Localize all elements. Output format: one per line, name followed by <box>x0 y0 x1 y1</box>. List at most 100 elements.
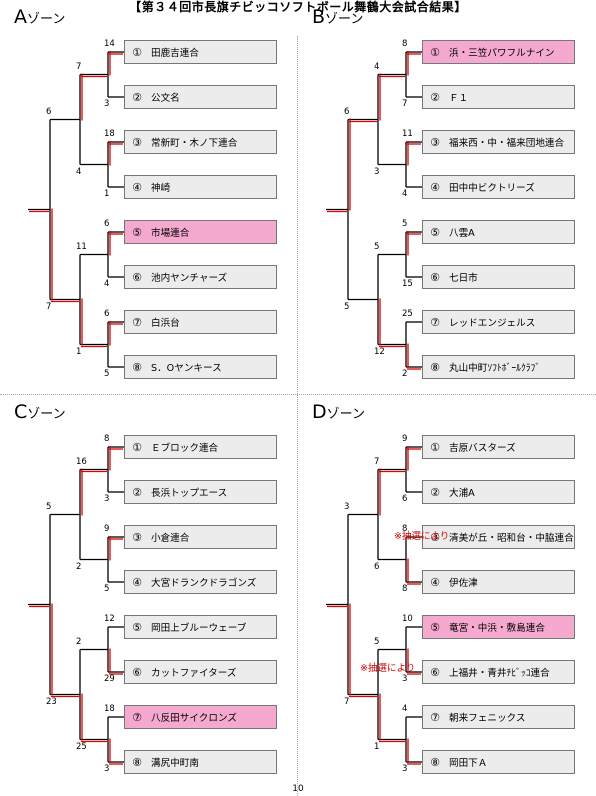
team-number: ④ <box>430 575 440 589</box>
team-box: ① Ｅブロック連合 <box>124 435 277 459</box>
team-number: ① <box>132 45 142 59</box>
team-number: ⑧ <box>132 755 142 769</box>
bracket-lines <box>28 51 124 368</box>
team-number: ⑦ <box>430 315 440 329</box>
lottery-note: ※抽選により <box>360 663 416 674</box>
team-box: ③ 常新町・木ノ下連合 <box>124 130 277 154</box>
vertical-divider <box>297 36 298 796</box>
score: 3 <box>402 764 408 774</box>
score: 7 <box>76 61 82 72</box>
score: 14 <box>104 39 115 49</box>
zone-label: Aゾーン <box>14 6 65 28</box>
score: 8 <box>402 524 408 534</box>
team-name: 竜宮・中浜・敷島連合 <box>449 623 545 634</box>
score: 5 <box>374 636 380 647</box>
team-name: レッドエンジェルス <box>449 318 536 329</box>
horizontal-divider <box>0 394 596 395</box>
team-number: ⑥ <box>132 665 142 679</box>
team-number: ⑧ <box>430 755 440 769</box>
team-name: 溝尻中町南 <box>151 758 199 769</box>
score: 11 <box>402 129 413 139</box>
team-name: 浜・三笠パワフルナイン <box>449 48 555 59</box>
lottery-note: ※抽選により <box>394 531 450 542</box>
team-number: ⑤ <box>430 225 440 239</box>
team-number: ① <box>132 440 142 454</box>
zone-letter: C <box>14 401 28 423</box>
team-box: ④ 田中中ビクトリーズ <box>422 175 575 199</box>
team-name: 伊佐津 <box>449 578 478 589</box>
team-name: 朝来フェニックス <box>449 713 526 724</box>
team-number: ⑦ <box>132 315 142 329</box>
score: 3 <box>104 494 110 504</box>
page-title: 【第３４回市長旗チビッコソフトボール舞鶴大会試合結果】 <box>129 0 467 14</box>
team-box: ⑦ 朝来フェニックス <box>422 705 575 729</box>
score: 8 <box>402 39 408 49</box>
team-name: 吉原バスターズ <box>449 443 516 454</box>
score: 4 <box>402 704 408 714</box>
bracket-lines <box>326 51 422 370</box>
team-name: カットファイターズ <box>151 668 237 679</box>
score: 15 <box>402 279 413 289</box>
score: 5 <box>104 369 110 379</box>
score: 7 <box>402 99 408 109</box>
team-name: S．Oヤンキース <box>151 363 222 374</box>
team-name: Ｆ１ <box>449 93 469 104</box>
team-name: 大宮ドランクドラゴンズ <box>151 578 257 589</box>
team-name: 上福井・青井ﾁﾋﾞｯｺ連合 <box>449 668 550 679</box>
score: 8 <box>402 584 408 594</box>
team-number: ⑤ <box>132 225 142 239</box>
score: 5 <box>402 219 408 229</box>
team-number: ④ <box>430 180 440 194</box>
zone-label: Cゾーン <box>14 401 66 423</box>
team-name: Ｅブロック連合 <box>151 443 219 454</box>
team-name: 八反田サイクロンズ <box>151 713 237 724</box>
team-name: 白浜台 <box>151 318 180 329</box>
score: 11 <box>76 241 87 252</box>
score: 5 <box>374 241 380 252</box>
team-number: ② <box>132 485 142 499</box>
score: 6 <box>402 494 408 504</box>
team-number: ⑥ <box>132 270 142 284</box>
team-number: ④ <box>132 575 142 589</box>
team-name: 田中中ビクトリーズ <box>449 183 535 194</box>
team-name: 常新町・木ノ下連合 <box>151 138 238 149</box>
team-number: ⑧ <box>430 360 440 374</box>
score: 1 <box>374 741 380 752</box>
team-number: ⑤ <box>430 620 440 634</box>
team-number: ⑦ <box>430 710 440 724</box>
score: 6 <box>374 561 380 572</box>
team-box: ④ 伊佐津 <box>422 570 575 594</box>
team-box: ⑦ 白浜台 <box>124 310 277 334</box>
score: 6 <box>344 106 350 117</box>
team-name: 岡田上ブルーウェーブ <box>151 623 247 634</box>
team-number: ⑤ <box>132 620 142 634</box>
team-number: ② <box>430 485 440 499</box>
score: 7 <box>374 456 380 467</box>
team-number: ③ <box>132 135 142 149</box>
score: 4 <box>374 61 380 72</box>
team-name: 岡田下Ａ <box>449 758 488 769</box>
team-name: 公文名 <box>151 93 180 104</box>
score: 1 <box>76 346 82 357</box>
team-name: 小倉連合 <box>151 533 190 544</box>
score: 3 <box>104 764 110 774</box>
score: 4 <box>76 166 82 177</box>
score: 7 <box>344 696 350 707</box>
page-number: 10 <box>292 784 304 794</box>
score: 9 <box>104 524 110 534</box>
team-box: ④ 大宮ドランクドラゴンズ <box>124 570 277 594</box>
